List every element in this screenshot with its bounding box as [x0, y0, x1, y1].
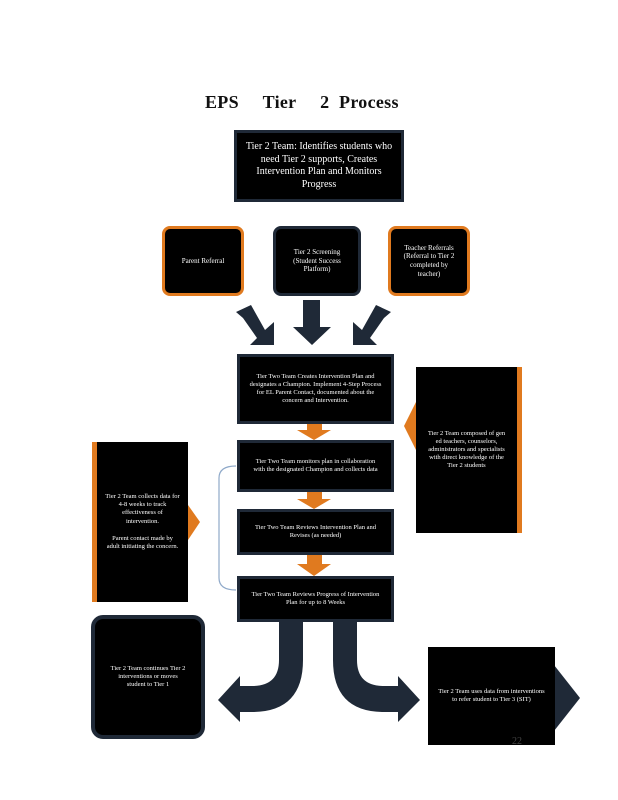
- bracket: [218, 465, 237, 591]
- page-title: EPS Tier 2 Process: [205, 92, 399, 112]
- review-progress-box: Tier Two Team Reviews Progress of Interv…: [237, 576, 394, 622]
- create-plan-text: Tier Two Team Creates Intervention Plan …: [249, 372, 382, 405]
- teacher-referral-box: Teacher Referrals (Referral to Tier 2 co…: [388, 226, 470, 296]
- team-composition-text: Tier 2 Team composed of gen ed teachers,…: [427, 429, 506, 470]
- arrow-down-3: [297, 555, 331, 576]
- create-plan-box: Tier Two Team Creates Intervention Plan …: [237, 354, 394, 424]
- arrow-down-1: [297, 424, 331, 440]
- tier3-pointer: [554, 665, 580, 731]
- curved-arrow-right: [333, 622, 420, 722]
- arrow-from-teacher: [353, 305, 391, 345]
- pointer-right-note: [404, 402, 416, 450]
- review-progress-text: Tier Two Team Reviews Progress of Interv…: [251, 590, 380, 606]
- tier2-team-header-box: Tier 2 Team: Identifies students who nee…: [234, 130, 404, 202]
- review-revise-box: Tier Two Team Reviews Intervention Plan …: [237, 509, 394, 555]
- refer-tier3-box: Tier 2 Team uses data from interventions…: [428, 647, 555, 745]
- pointer-left-note: [188, 505, 200, 540]
- tier2-team-header-text: Tier 2 Team: Identifies students who nee…: [245, 141, 393, 190]
- data-collection-text: Tier 2 Team collects data for 4-8 weeks …: [105, 493, 180, 525]
- arrow-from-screening: [293, 300, 331, 345]
- screening-text: Tier 2 Screening (Student Success Platfo…: [293, 247, 341, 274]
- parent-referral-box: Parent Referral: [162, 226, 244, 296]
- arrow-down-2: [297, 492, 331, 509]
- monitor-plan-text: Tier Two Team monitors plan in collabora…: [253, 457, 378, 473]
- refer-tier3-text: Tier 2 Team uses data from interventions…: [438, 687, 545, 703]
- monitor-plan-box: Tier Two Team monitors plan in collabora…: [237, 440, 394, 492]
- continue-tier2-text: Tier 2 Team continues Tier 2 interventio…: [110, 664, 186, 689]
- page-number: 22: [512, 736, 522, 747]
- screening-box: Tier 2 Screening (Student Success Platfo…: [273, 226, 361, 296]
- arrow-from-parent: [236, 305, 274, 345]
- data-collection-note: Tier 2 Team collects data for 4-8 weeks …: [92, 442, 188, 602]
- curved-arrow-left: [218, 622, 303, 722]
- continue-tier2-box: Tier 2 Team continues Tier 2 interventio…: [91, 615, 205, 739]
- teacher-referral-text: Teacher Referrals (Referral to Tier 2 co…: [403, 243, 455, 278]
- parent-referral-text: Parent Referral: [181, 256, 225, 265]
- review-revise-text: Tier Two Team Reviews Intervention Plan …: [254, 523, 376, 539]
- team-composition-note: Tier 2 Team composed of gen ed teachers,…: [416, 367, 522, 533]
- parent-contact-text: Parent contact made by adult initiating …: [106, 534, 179, 550]
